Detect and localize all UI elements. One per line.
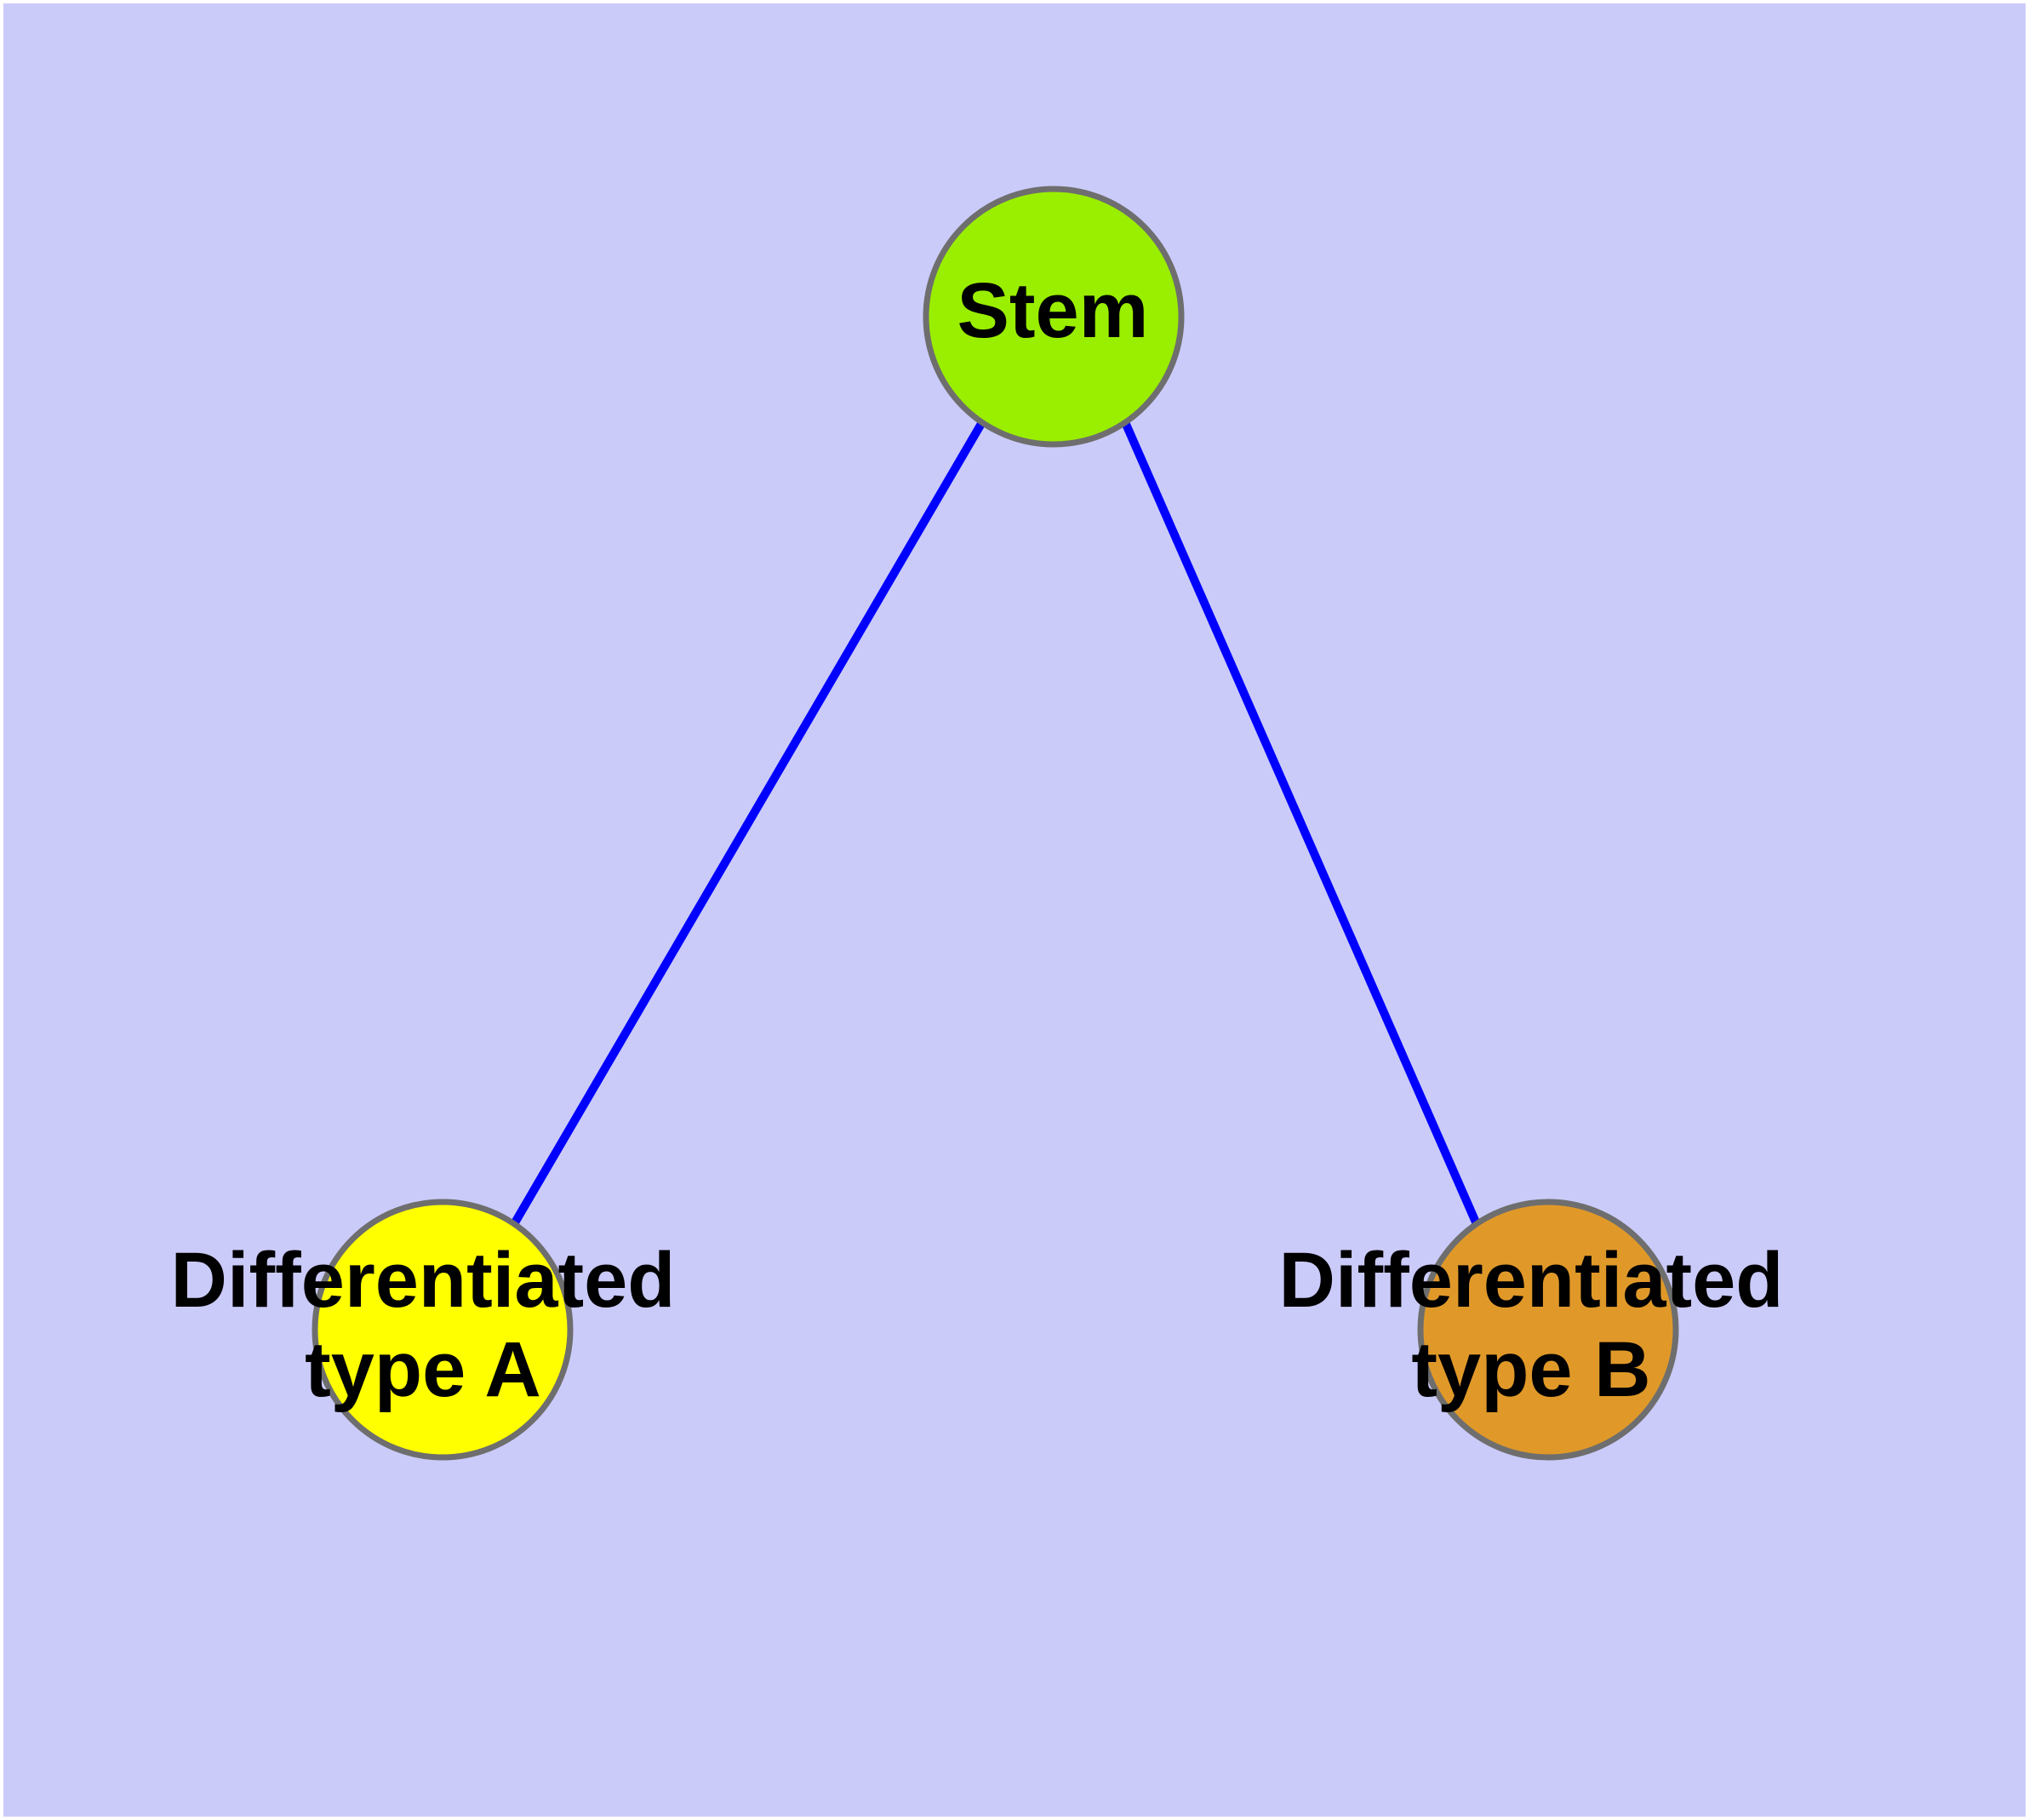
edge-stem-to-diff-a[interactable] [510, 420, 986, 1227]
node-circle-stem[interactable] [923, 186, 1185, 448]
edges-layer [510, 420, 1481, 1227]
nodes-layer [311, 186, 1679, 1461]
node-label-line: Differentiated [171, 1237, 676, 1324]
node-label-line: Stem [957, 267, 1149, 354]
node-label-stem: Stem [957, 267, 1149, 354]
node-circle-diff-a[interactable] [311, 1199, 574, 1461]
node-label-line: Differentiated [1279, 1237, 1784, 1324]
node-label-line: type A [305, 1326, 541, 1413]
node-circle-diff-b[interactable] [1417, 1199, 1679, 1461]
edge-stem-to-diff-b[interactable] [1121, 420, 1481, 1227]
node-label-line: type B [1411, 1326, 1650, 1413]
